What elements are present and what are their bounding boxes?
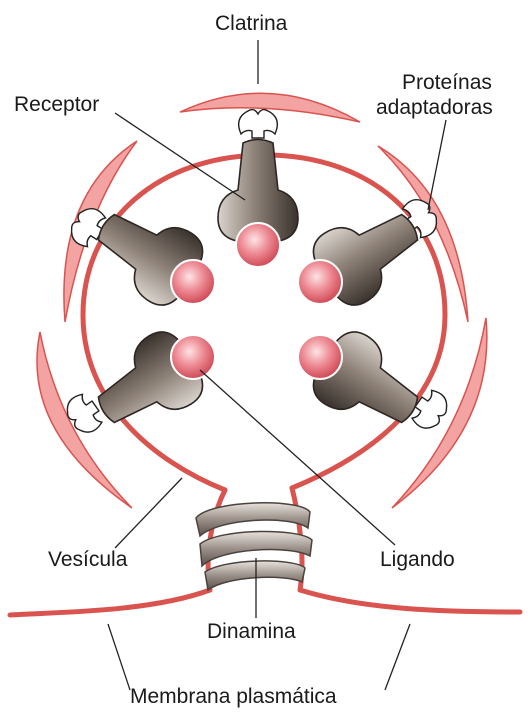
ligand [298, 260, 342, 304]
label-vesicle: Vesícula [48, 548, 127, 572]
label-dynamin: Dinamina [207, 620, 296, 644]
leader-membrane-left [108, 624, 130, 690]
dynamin-helix [196, 503, 312, 590]
leader-membrane-right [385, 624, 410, 690]
receptors [82, 140, 434, 446]
ligand [236, 223, 280, 267]
leader-vesicle [115, 478, 182, 548]
label-adaptor-proteins-line2: adaptadoras [376, 96, 493, 120]
ligand [298, 335, 342, 379]
dynamin-ring [205, 561, 305, 590]
ligand [171, 260, 215, 304]
leader-adaptors [428, 120, 446, 210]
label-clathrin: Clatrina [215, 12, 287, 36]
adaptor-protein [239, 110, 278, 138]
label-plasma-membrane: Membrana plasmática [130, 685, 337, 709]
label-adaptor-proteins-line1: Proteínas [402, 71, 492, 95]
label-ligand: Ligando [380, 548, 455, 572]
label-receptor: Receptor [14, 93, 99, 117]
ligand [171, 335, 215, 379]
